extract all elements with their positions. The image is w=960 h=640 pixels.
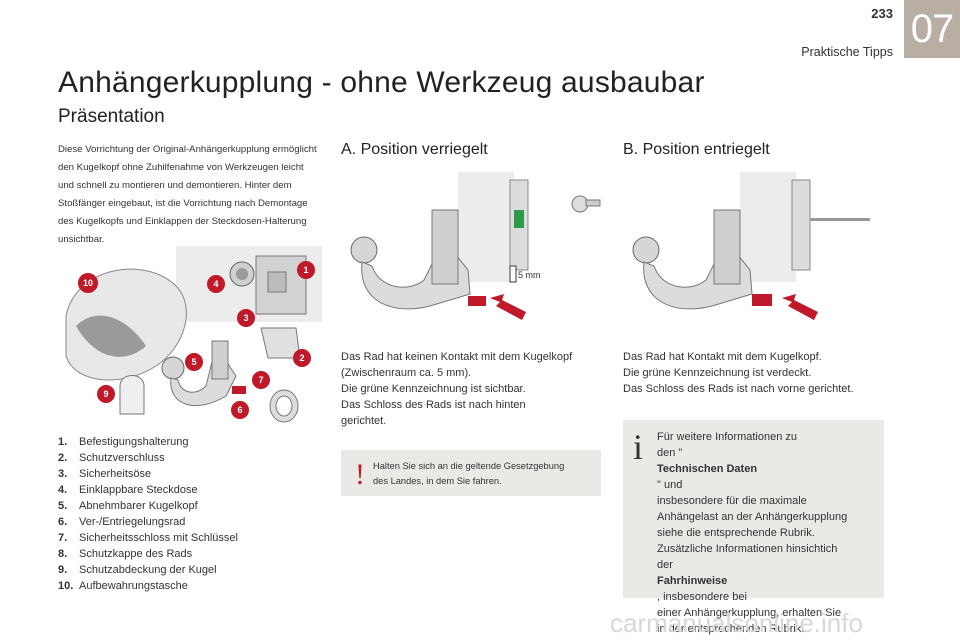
- page-number: 233: [871, 6, 893, 21]
- callout-1: [297, 261, 315, 279]
- callout-5: [185, 353, 203, 371]
- watermark: carmanualsonline.info: [610, 608, 863, 638]
- chapter-badge: 07: [904, 0, 960, 58]
- locked-position-diagram: 5 mm: [350, 172, 601, 320]
- legend-item: 3.Sicherheitsöse: [58, 468, 152, 480]
- info-icon: i: [633, 427, 644, 467]
- parts-diagram: 10 4 1 3 2 5 7 9 6: [65, 246, 322, 423]
- protective-flap-shape: [260, 327, 301, 359]
- callout-3-label: 3: [243, 313, 248, 323]
- section-name: Praktische Tipps: [801, 45, 893, 59]
- warning-text: Halten Sie sich an die geltende Gesetzge…: [373, 461, 565, 486]
- callout-4-label: 4: [213, 279, 218, 289]
- callout-9: [97, 385, 115, 403]
- parts-legend: 1.Befestigungshalterung 2.Schutzverschlu…: [58, 434, 318, 594]
- callout-10-label: 10: [83, 278, 93, 288]
- warning-icon: !: [355, 458, 365, 491]
- gap-5mm-marker: [509, 265, 517, 283]
- callout-9-label: 9: [103, 389, 108, 399]
- info-text: Für weitere Informationen zu den "Techni…: [657, 431, 848, 635]
- callout-3: [237, 309, 255, 327]
- unlocked-description: Das Rad hat Kontakt mit dem Kugelkopf. D…: [623, 351, 854, 395]
- legend-item: 9.Schutzabdeckung der Kugel: [58, 564, 217, 576]
- legend-item: 5.Abnehmbarer Kugelkopf: [58, 500, 198, 512]
- callout-6: [231, 401, 249, 419]
- ball-cover-shape: [119, 375, 145, 415]
- legend-item: 6.Ver-/Entriegelungsrad: [58, 516, 186, 528]
- info-box: i Für weitere Informationen zu den "Tech…: [623, 420, 884, 635]
- legend-item: 7.Sicherheitsschloss mit Schlüssel: [58, 532, 238, 544]
- callout-2-label: 2: [299, 353, 304, 363]
- arrow-icon: [490, 294, 526, 320]
- callout-4: [207, 275, 225, 293]
- callout-6-label: 6: [237, 405, 242, 415]
- warning-box: ! Halten Sie sich an die geltende Gesetz…: [341, 450, 601, 496]
- arrow-icon: [782, 294, 818, 320]
- legend-item: 8.Schutzkappe des Rads: [58, 548, 193, 560]
- heading-position-locked: A. Position verriegelt: [341, 141, 488, 158]
- ball-head-shape: [161, 356, 185, 380]
- legend-item: 1.Befestigungshalterung: [58, 436, 189, 448]
- unlocked-position-diagram: [632, 172, 870, 320]
- callout-10: [78, 273, 98, 293]
- callout-2: [293, 349, 311, 367]
- heading-position-unlocked: B. Position entriegelt: [623, 141, 770, 158]
- legend-item: 4.Einklappbare Steckdose: [58, 484, 198, 496]
- locked-description: Das Rad hat keinen Kontakt mit dem Kugel…: [341, 351, 573, 427]
- callout-1-label: 1: [303, 265, 308, 275]
- intro-paragraph: Diese Vorrichtung der Original-Anhängerk…: [58, 144, 317, 245]
- page-subtitle: Präsentation: [58, 106, 165, 127]
- callout-7-label: 7: [258, 375, 263, 385]
- storage-bag: [65, 268, 187, 381]
- callout-7: [252, 371, 270, 389]
- gap-5mm-label: 5 mm: [518, 270, 541, 280]
- callout-5-label: 5: [191, 357, 196, 367]
- legend-item: 2.Schutzverschluss: [58, 452, 165, 464]
- page-title: Anhängerkupplung - ohne Werkzeug ausbaub…: [58, 66, 705, 99]
- legend-item: 10.Aufbewahrungstasche: [58, 580, 188, 592]
